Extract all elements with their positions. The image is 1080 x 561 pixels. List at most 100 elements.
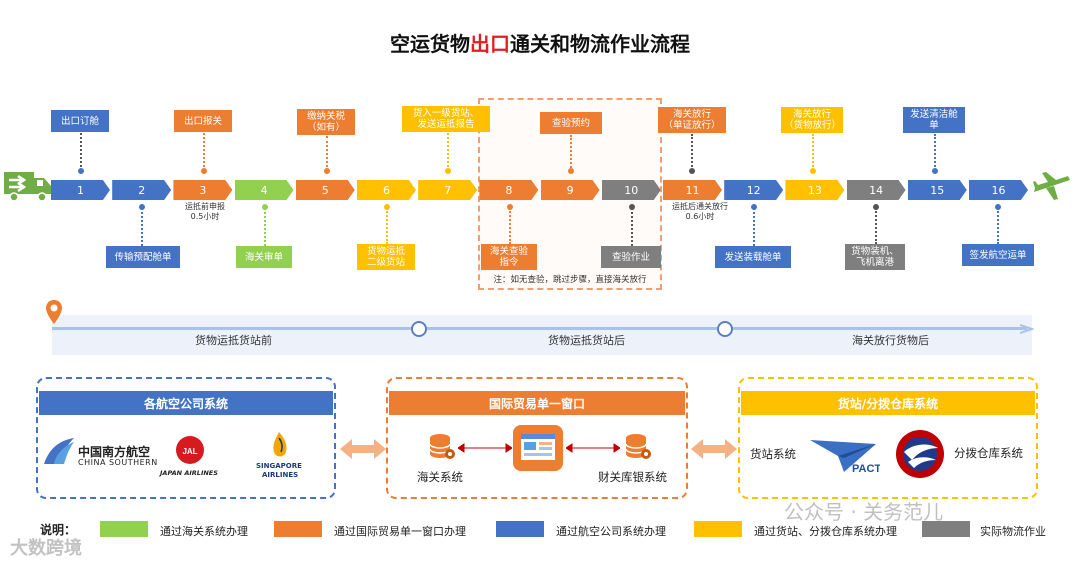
warehouse-system-label: 分拨仓库系统 — [954, 446, 1023, 460]
step9-label: 查验预约 — [540, 112, 602, 134]
step11-dot — [689, 168, 695, 174]
step8-connector — [509, 208, 511, 244]
china-southern-cn: 中国南方航空 — [78, 445, 151, 459]
title-highlight: 出口 — [470, 32, 510, 56]
link-arrow-left-icon — [458, 443, 512, 453]
singapore-airlines-logo-icon — [273, 432, 287, 457]
single-window-screen-icon — [513, 425, 563, 471]
timeline-phase-3: 海关放行货物后 — [852, 334, 929, 347]
china-southern-en: CHINA SOUTHERN — [78, 458, 158, 467]
customs-system-label: 海关系统 — [417, 470, 463, 484]
truck-icon — [4, 172, 51, 202]
finance-database-icon — [625, 434, 651, 459]
step11-label: 海关放行 （单证放行） — [658, 107, 726, 133]
timeline-phase-1: 货物运抵货站前 — [195, 334, 272, 347]
step14-dot — [873, 204, 879, 210]
legend-swatch-single-window — [274, 521, 322, 537]
single-window-box — [386, 377, 688, 499]
step-8: 8 — [479, 180, 539, 200]
timeline-arrow-icon — [1020, 324, 1034, 334]
step6-dot — [384, 204, 390, 210]
timeline-marker-1 — [411, 321, 427, 337]
step15-connector — [934, 134, 936, 171]
step16-connector — [997, 208, 999, 244]
legend-swatch-airline — [496, 521, 544, 537]
step10-label: 查验作业 — [601, 246, 661, 268]
step3-note: 运抵前申报 0.5小时 — [185, 202, 225, 221]
step2-label: 传输预配舱单 — [106, 246, 180, 268]
step3-dot — [201, 168, 207, 174]
step-7: 7 — [418, 180, 478, 200]
step1-connector — [80, 133, 82, 171]
step8-dot — [507, 204, 513, 210]
step13-dot — [810, 168, 816, 174]
step7-connector — [447, 133, 449, 171]
legend-text-airline: 通过航空公司系统办理 — [556, 525, 666, 538]
watermark-official-account: 公众号 · 关务范儿 — [784, 500, 944, 524]
step6-connector — [386, 208, 388, 244]
step5-label: 缴纳关税 （如有） — [297, 109, 355, 135]
link-arrow-right-icon — [566, 443, 620, 453]
finance-system-label: 财关库银系统 — [598, 470, 667, 484]
timeline-marker-2 — [717, 321, 733, 337]
location-pin-icon — [46, 300, 62, 324]
step1-dot — [78, 168, 84, 174]
step12-connector — [753, 208, 755, 246]
step1-label: 出口订舱 — [51, 110, 109, 132]
jal-logo-text: JAL — [182, 447, 197, 456]
china-eastern-logo-icon — [896, 430, 944, 478]
step5-dot — [324, 168, 330, 174]
step-6: 6 — [357, 180, 416, 200]
step-12: 12 — [724, 180, 784, 200]
airline-systems-box — [36, 377, 336, 499]
cargo-warehouse-header: 货站/分拨仓库系统 — [741, 391, 1035, 415]
japan-airlines-label: JAPAN AIRLINES — [160, 469, 218, 477]
double-arrow-left-icon — [340, 439, 386, 459]
timeline-line — [52, 327, 1027, 330]
customs-database-icon — [429, 434, 455, 459]
step-11: 11 — [663, 180, 722, 200]
timeline-phase-2: 货物运抵货站后 — [548, 334, 625, 347]
step12-label: 发送装载舱单 — [715, 246, 791, 268]
step4-label: 海关审单 — [236, 246, 292, 268]
legend-text-customs: 通过海关系统办理 — [160, 525, 248, 538]
airline-systems-header: 各航空公司系统 — [39, 391, 333, 415]
step14-connector — [875, 208, 877, 244]
legend-swatch-customs — [100, 521, 148, 537]
step11-note: 运抵后通关放行 0.6小时 — [672, 202, 728, 221]
step14-label: 货物装机、 飞机离港 — [845, 244, 905, 270]
timeline-band — [52, 315, 1032, 355]
step-15: 15 — [907, 180, 967, 200]
jal-crane-logo-icon: JAL — [176, 436, 204, 464]
step-13: 13 — [785, 180, 845, 200]
step-5: 5 — [295, 180, 355, 200]
step9-connector — [570, 135, 572, 171]
step16-label: 签发航空运单 — [962, 244, 1034, 266]
single-window-header: 国际贸易单一窗口 — [389, 391, 685, 415]
cargo-station-system-label: 货站系统 — [750, 447, 796, 461]
step-3: 3 — [173, 180, 233, 200]
step7-label: 货入一级货站、 发送运抵报告 — [402, 106, 490, 132]
step-2: 2 — [112, 180, 172, 200]
watermark-brand: 大数跨境 — [10, 538, 82, 559]
step4-connector — [264, 208, 266, 246]
step2-connector — [141, 208, 143, 246]
airplane-icon — [1033, 172, 1070, 200]
step13-label: 海关放行 （货物放行） — [781, 107, 843, 133]
singapore-label: SINGAPORE — [256, 462, 302, 470]
inspection-note: 注：如无查验，跳过步骤，直接海关放行 — [493, 275, 647, 285]
step15-dot — [932, 168, 938, 174]
step6-label: 货物运抵 二级货站 — [357, 244, 415, 270]
airlines-label: AIRLINES — [262, 471, 299, 479]
double-arrow-right-icon — [691, 439, 737, 459]
step-9: 9 — [540, 180, 600, 200]
legend-text-single-window: 通过国际贸易单一窗口办理 — [334, 525, 466, 538]
step9-dot — [568, 168, 574, 174]
title-suffix: 通关和物流作业流程 — [510, 32, 690, 56]
legend-label: 说明： — [40, 523, 77, 537]
step3-label: 出口报关 — [174, 110, 232, 132]
step7-dot — [445, 168, 451, 174]
china-southern-logo-icon — [44, 438, 74, 464]
legend-swatch-logistics — [922, 521, 970, 537]
step12-dot — [751, 204, 757, 210]
